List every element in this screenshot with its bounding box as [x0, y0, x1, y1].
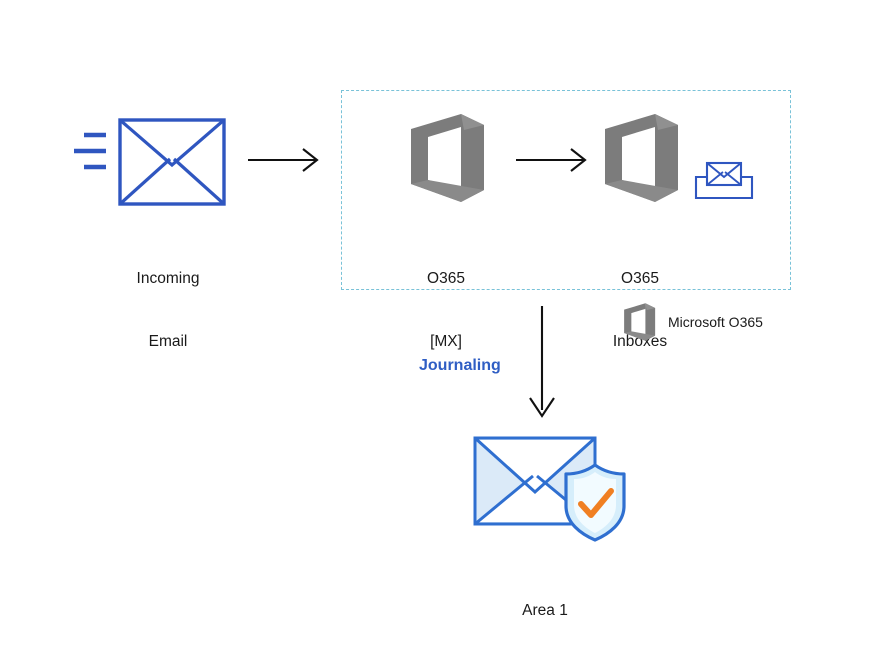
legend-label: Microsoft O365	[668, 314, 763, 330]
o365-inboxes-label-line2: Inboxes	[612, 333, 668, 350]
o365-inboxes-node	[600, 112, 680, 204]
arrow-right-icon	[248, 148, 319, 172]
office-365-icon	[605, 114, 678, 202]
inbox-tray-envelope-icon	[694, 161, 754, 200]
incoming-email-label-line1: Incoming	[136, 270, 200, 287]
area1-label-line1: Area 1	[522, 602, 568, 619]
arrow-down-icon	[529, 306, 555, 418]
envelope-with-speed-lines-icon	[74, 118, 226, 206]
arrow-right-icon	[516, 148, 587, 172]
edge-mx-to-inboxes	[516, 146, 596, 174]
microsoft-o365-zone	[341, 90, 791, 290]
o365-mx-caption: O365 [MX]	[366, 226, 526, 394]
edge-incoming-to-mx	[248, 146, 328, 174]
office-365-icon	[624, 303, 656, 341]
o365-inboxes-label-line1: O365	[621, 270, 659, 287]
journaling-label: Journaling	[419, 357, 501, 374]
o365-inboxes-caption: O365 Inboxes	[560, 226, 720, 394]
o365-inboxes-badge	[693, 160, 755, 204]
edge-inboxes-to-area1	[524, 306, 560, 424]
o365-mx-label-line2: [MX]	[430, 333, 462, 350]
area1-node	[470, 434, 630, 544]
area1-caption: Area 1 email security	[465, 558, 625, 653]
incoming-email-label-line2: Email	[148, 333, 188, 350]
o365-mx-label-line1: O365	[427, 270, 465, 287]
office-365-icon	[411, 114, 484, 202]
envelope-shield-check-icon	[473, 436, 626, 542]
o365-mx-node	[406, 112, 486, 204]
incoming-email-caption: Incoming Email	[88, 226, 248, 394]
incoming-email-node	[70, 118, 230, 210]
legend-o365-icon-wrap	[622, 302, 656, 342]
